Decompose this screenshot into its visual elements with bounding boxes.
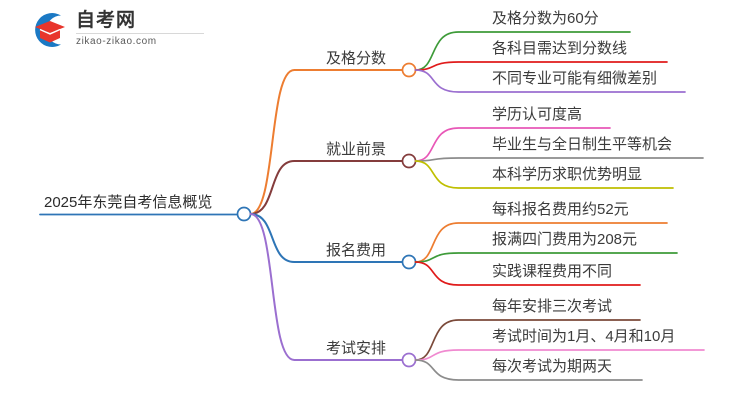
leaf-connector-2-0 <box>414 222 668 263</box>
leaf-connector-0-2 <box>414 69 686 93</box>
leaf-connector-1-0 <box>414 127 611 162</box>
logo-title: 自考网 <box>76 10 137 31</box>
leaf-label-2-1[interactable]: 报满四门费用为208元 <box>492 231 638 248</box>
branch-node-circle-2[interactable] <box>401 254 417 270</box>
leaf-connector-0-1 <box>414 61 668 71</box>
leaf-connector-3-2 <box>414 359 643 381</box>
branch-label-1[interactable]: 就业前景 <box>326 141 387 158</box>
branch-node-circle-1[interactable] <box>401 153 417 169</box>
logo-divider <box>76 33 204 34</box>
leaf-connector-3-0 <box>414 319 641 361</box>
branch-label-0[interactable]: 及格分数 <box>326 50 387 67</box>
graduation-cap-logo-icon <box>35 12 65 47</box>
leaf-label-2-2[interactable]: 实践课程费用不同 <box>492 263 613 280</box>
leaf-label-0-0[interactable]: 及格分数为60分 <box>492 10 599 27</box>
branch-connector-0 <box>249 69 403 215</box>
branch-connector-1 <box>249 160 403 215</box>
leaf-label-0-1[interactable]: 各科目需达到分数线 <box>492 40 628 57</box>
branch-label-3[interactable]: 考试安排 <box>326 340 387 357</box>
root-node-circle[interactable] <box>236 206 252 222</box>
branch-label-2[interactable]: 报名费用 <box>326 242 387 259</box>
leaf-label-2-0[interactable]: 每科报名费用约52元 <box>492 201 629 218</box>
leaf-label-3-1[interactable]: 考试时间为1月、4月和10月 <box>492 328 676 345</box>
branch-node-circle-0[interactable] <box>401 62 417 78</box>
root-topic-label[interactable]: 2025年东莞自考信息概览 <box>44 194 213 211</box>
leaf-label-1-2[interactable]: 本科学历求职优势明显 <box>492 166 643 183</box>
leaf-connector-2-1 <box>414 252 678 263</box>
site-logo: 自考网 zikao-zikao.com <box>28 6 228 54</box>
leaf-connector-1-1 <box>414 157 704 162</box>
branch-node-circle-3[interactable] <box>401 352 417 368</box>
branch-connector-3 <box>249 213 403 361</box>
leaf-label-1-1[interactable]: 毕业生与全日制生平等机会 <box>492 136 673 153</box>
leaf-label-1-0[interactable]: 学历认可度高 <box>492 106 583 123</box>
leaf-label-0-2[interactable]: 不同专业可能有细微差别 <box>492 70 658 87</box>
leaf-connector-3-1 <box>414 349 705 361</box>
leaf-connector-2-2 <box>414 261 641 286</box>
logo-subtitle: zikao-zikao.com <box>76 36 157 47</box>
leaf-connector-1-2 <box>414 160 674 189</box>
leaf-label-3-0[interactable]: 每年安排三次考试 <box>492 298 613 315</box>
leaf-connector-0-0 <box>414 31 631 71</box>
branch-connector-2 <box>249 213 403 263</box>
leaf-label-3-2[interactable]: 每次考试为期两天 <box>492 358 613 375</box>
